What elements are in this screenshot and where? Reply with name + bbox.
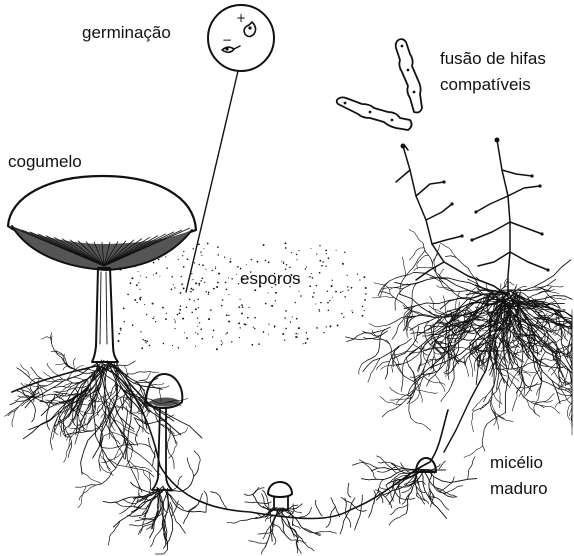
label-mature-mycelium-line1: micélio (490, 453, 543, 472)
label-germination: germinação (82, 23, 171, 42)
mushroom-illustration (8, 176, 196, 362)
mushroom-button (268, 482, 292, 510)
hyphae-fusion-illustration (337, 39, 422, 130)
label-spores: esporos (240, 269, 300, 288)
branching-mycelium (396, 138, 550, 453)
label-hyphae-fusion-line2: compatíveis (440, 75, 531, 94)
label-mushroom: cogumelo (8, 152, 82, 171)
germination-plus-sign: + (236, 11, 246, 25)
germination-inset: + − (208, 5, 274, 71)
label-hyphae-fusion-line1: fusão de hifas (440, 49, 546, 68)
label-mature-mycelium-line2: maduro (490, 479, 548, 498)
soil-mycelium-strands (5, 332, 477, 554)
germination-minus-sign: − (222, 33, 232, 47)
soil-line (12, 366, 448, 519)
